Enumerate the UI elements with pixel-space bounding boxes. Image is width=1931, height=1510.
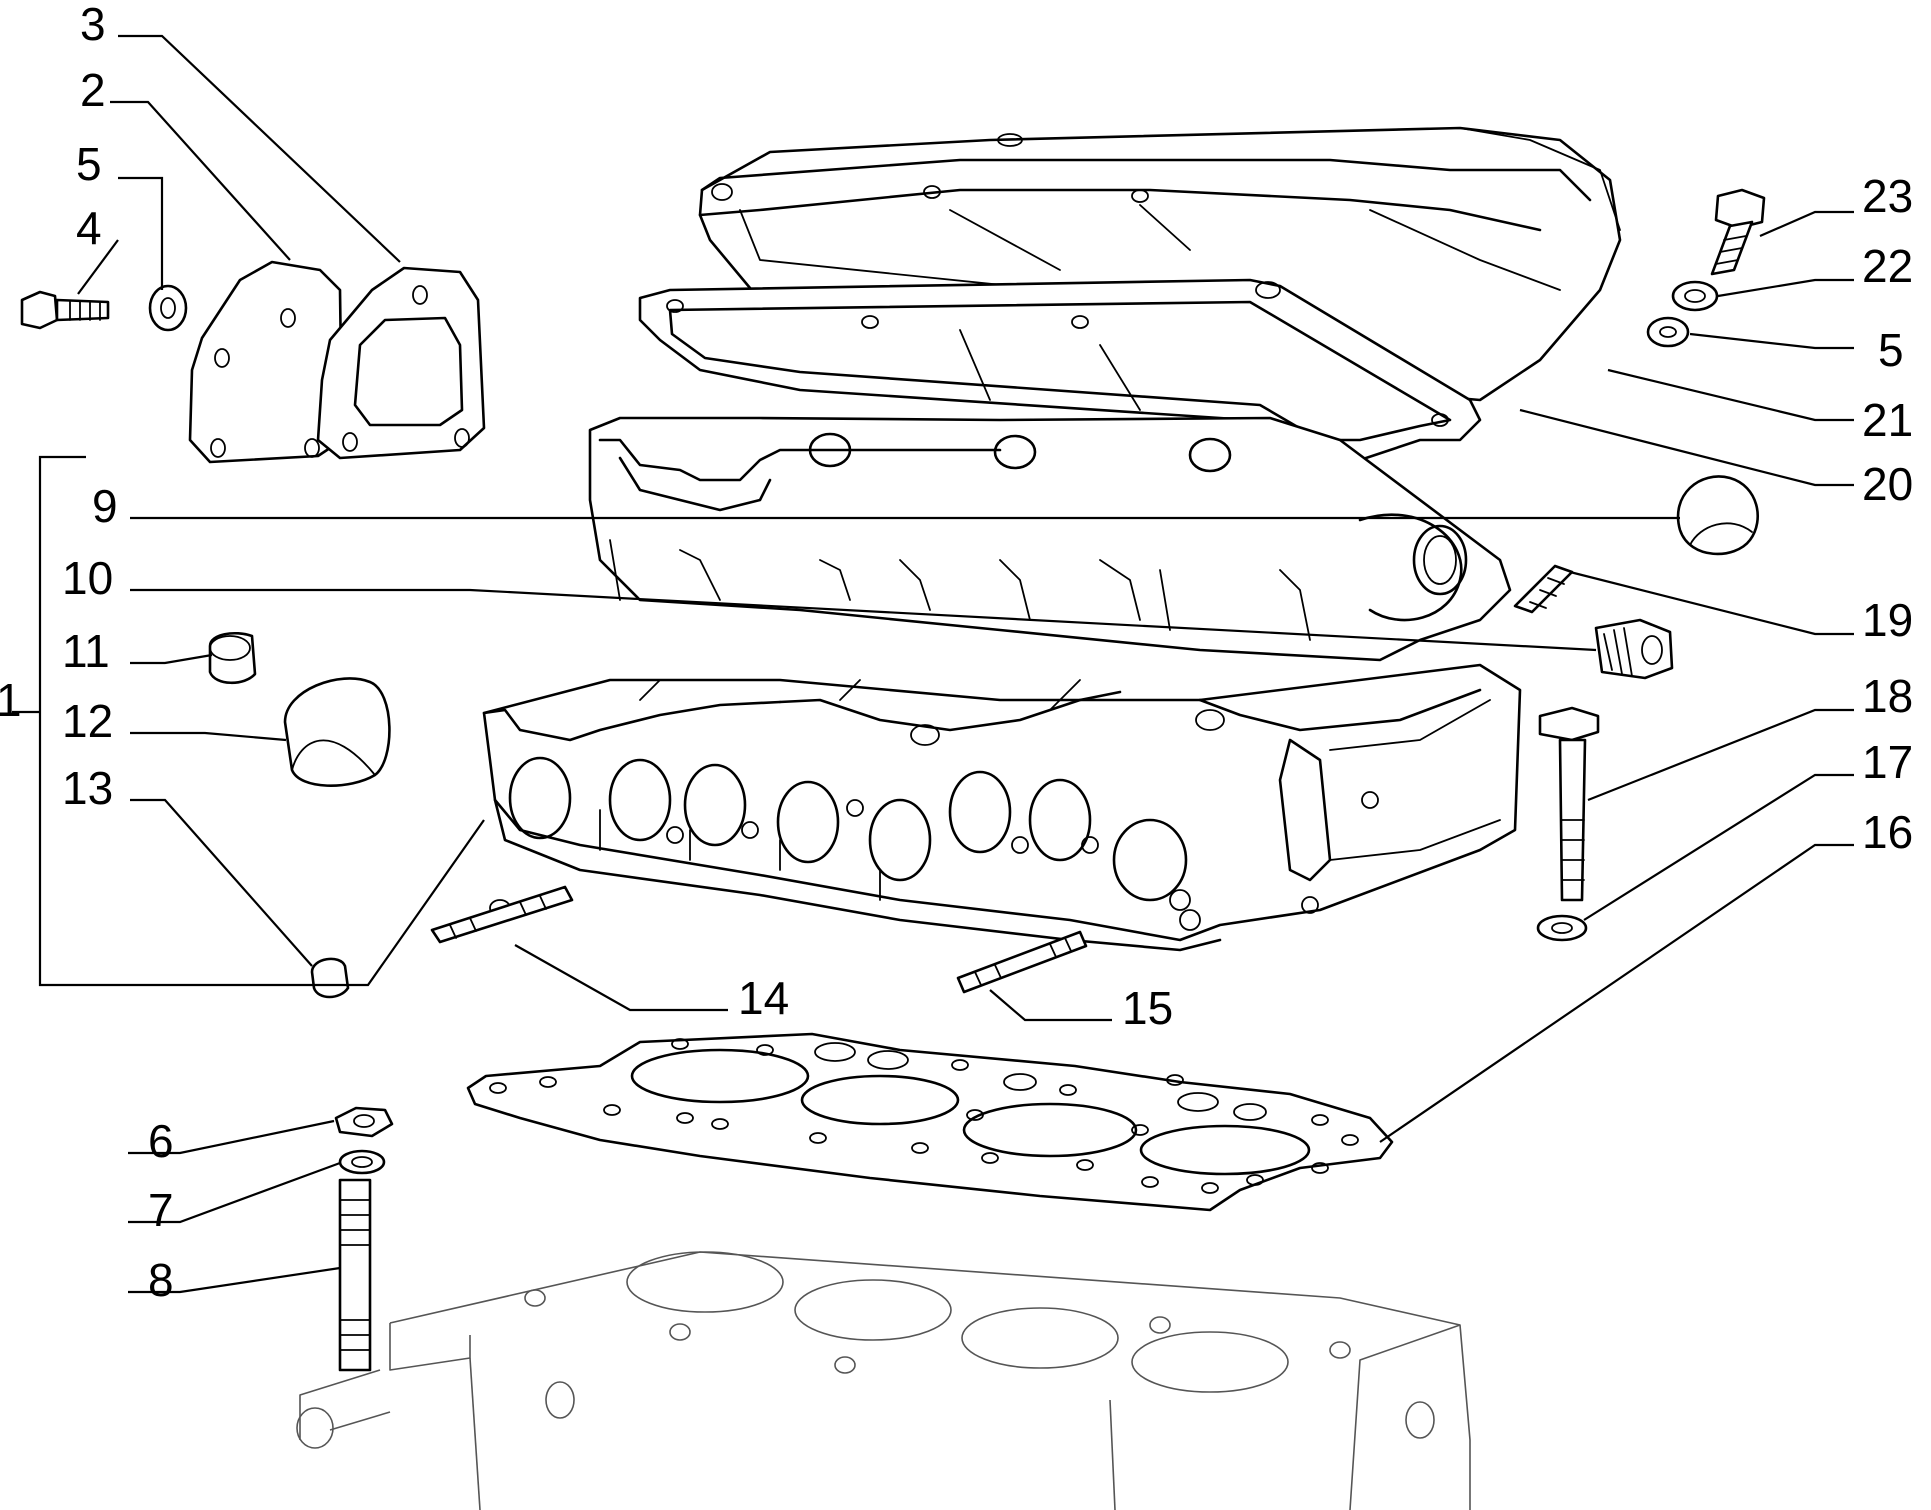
stud-8 — [338, 1178, 372, 1372]
stud-14 — [430, 885, 574, 944]
head-gasket — [466, 1032, 1394, 1212]
callout-2: 2 — [80, 64, 106, 116]
callout-23: 23 — [1862, 170, 1913, 222]
callout-11: 11 — [62, 625, 110, 677]
callout-14: 14 — [738, 972, 789, 1024]
callout-6: 6 — [148, 1115, 174, 1167]
stud-15 — [956, 930, 1088, 994]
callout-8: 8 — [148, 1254, 174, 1306]
callout-5-right: 5 — [1878, 324, 1904, 376]
callout-3: 3 — [80, 0, 106, 50]
callout-9: 9 — [92, 480, 118, 532]
bolt-23 — [1710, 188, 1766, 276]
callout-labels: 3 2 5 4 1 9 10 11 12 13 14 15 6 7 8 23 2… — [0, 0, 1913, 1306]
cap-12 — [283, 677, 391, 787]
rocker-cover — [698, 126, 1622, 402]
callout-1: 1 — [0, 674, 22, 726]
callout-12: 12 — [62, 695, 113, 747]
plug-13 — [310, 957, 350, 999]
callout-21: 21 — [1862, 394, 1913, 446]
callout-20: 20 — [1862, 458, 1913, 510]
washer-5-right — [1646, 316, 1690, 348]
cap-9 — [1676, 475, 1759, 556]
washer-17 — [1536, 914, 1588, 942]
callout-13: 13 — [62, 762, 113, 814]
washer-5 — [148, 284, 188, 332]
callout-4: 4 — [76, 202, 102, 254]
engine-block — [296, 1251, 1471, 1510]
callout-18: 18 — [1862, 670, 1913, 722]
cylinder-head — [482, 663, 1522, 952]
washer-7 — [338, 1149, 386, 1175]
washer-22 — [1671, 280, 1719, 312]
callout-5-left: 5 — [76, 138, 102, 190]
camshaft-housing — [588, 416, 1512, 662]
callout-19: 19 — [1862, 594, 1913, 646]
plug-11 — [208, 632, 257, 685]
nut-6 — [334, 1106, 394, 1138]
callout-17: 17 — [1862, 736, 1913, 788]
long-bolt-18 — [1538, 706, 1600, 902]
callout-7: 7 — [148, 1184, 174, 1236]
leader-lines — [12, 34, 1854, 1294]
bolt-4 — [20, 290, 110, 330]
callout-15: 15 — [1122, 982, 1173, 1034]
gasket-plate-3 — [316, 266, 486, 460]
callout-16: 16 — [1862, 806, 1913, 858]
callout-22: 22 — [1862, 240, 1913, 292]
callout-10: 10 — [62, 552, 113, 604]
stud-19 — [1513, 564, 1574, 614]
threaded-plug-10 — [1594, 618, 1674, 680]
